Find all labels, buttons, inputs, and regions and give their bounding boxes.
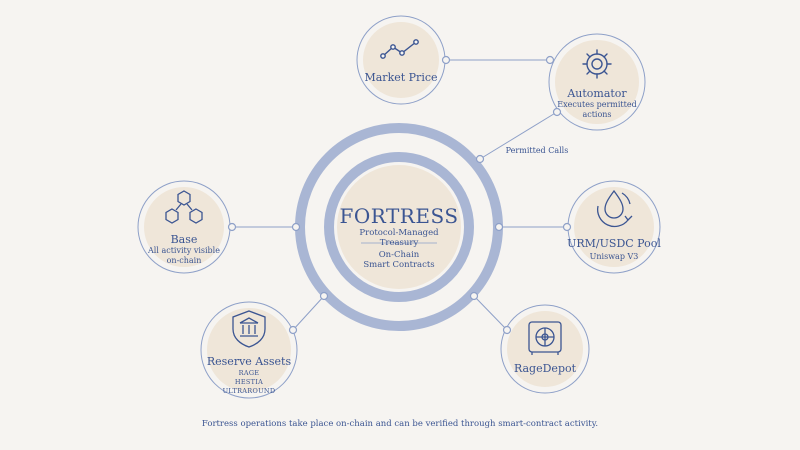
market-price-title: Market Price <box>364 71 438 84</box>
connector-dot <box>552 107 562 117</box>
center-note-line2: Smart Contracts <box>363 260 435 270</box>
node-base <box>137 180 231 274</box>
vault-icon <box>528 321 562 355</box>
connector-dot <box>562 222 572 232</box>
automator-title: Automator <box>567 87 627 100</box>
node-reserve <box>200 301 298 399</box>
connector-dot <box>319 291 329 301</box>
gear-icon <box>582 49 612 79</box>
connector-dot <box>545 55 555 65</box>
edge-center-automator <box>479 111 558 160</box>
automator-desc-line1: Executes permitted <box>557 100 637 109</box>
node-automator <box>548 33 646 131</box>
reserve-title: Reserve Assets <box>206 355 292 368</box>
connector-dot <box>441 55 451 65</box>
edge-center-ragedepot <box>473 295 508 331</box>
center-subtitle: Protocol-Managed Treasury <box>359 228 439 248</box>
reserve-asset-item: HESTIA <box>234 378 264 386</box>
line-chart-icon <box>380 39 419 59</box>
edge-center-reserve <box>292 295 325 331</box>
connector-dot <box>469 291 479 301</box>
connector-dot <box>288 325 298 335</box>
node-market-price <box>356 15 446 105</box>
node-pool <box>567 180 661 274</box>
base-desc-line2: on-chain <box>166 256 202 265</box>
water-drop-cycle-icon <box>596 189 633 228</box>
footer-caption: Fortress operations take place on-chain … <box>201 419 599 429</box>
reserve-asset-item: RAGE <box>238 369 260 377</box>
automator-desc-line2: actions <box>582 110 612 119</box>
edge-label-permitted-calls: Permitted Calls <box>505 146 569 155</box>
ragedepot-title: RageDepot <box>513 362 577 375</box>
connector-dot <box>291 222 301 232</box>
pool-desc: Uniswap V3 <box>589 252 639 261</box>
base-desc-line1: All activity visible <box>148 246 220 255</box>
connector-dot <box>502 325 512 335</box>
bank-shield-icon <box>232 310 266 348</box>
node-ragedepot <box>500 304 590 394</box>
reserve-asset-item: ULTRAROUND <box>222 387 276 395</box>
hexagon-network-icon <box>165 190 203 224</box>
center-note-line1: On-Chain <box>378 250 420 260</box>
connector-dot <box>475 154 485 164</box>
center-title: FORTRESS <box>339 204 459 228</box>
pool-title: URM/USDC Pool <box>567 237 661 250</box>
base-title: Base <box>170 233 198 246</box>
connector-dot <box>494 222 504 232</box>
connector-dot <box>227 222 237 232</box>
